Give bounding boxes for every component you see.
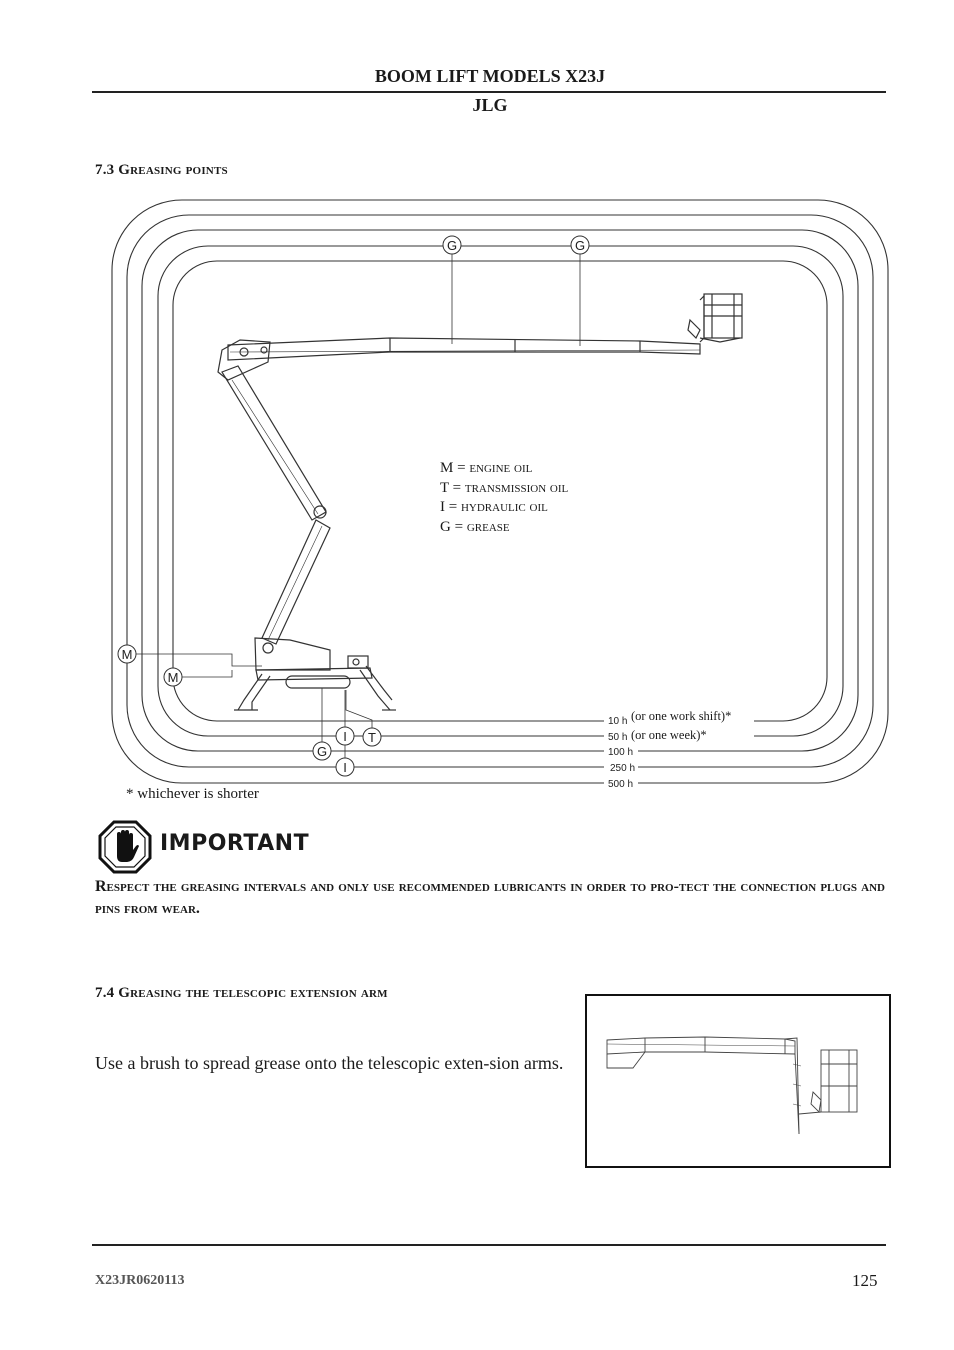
- header-title: BOOM LIFT MODELS X23J: [374, 66, 606, 86]
- interval-note-10h: (or one work shift)*: [631, 709, 732, 723]
- boom-lift-drawing: [217, 293, 743, 711]
- interval-track-10h: [172, 260, 828, 722]
- callout-g-top-right: G: [570, 235, 590, 255]
- interval-label-10h: 10 h: [608, 716, 627, 727]
- callout-g-top-left: G: [442, 235, 462, 255]
- interval-note-50h: (or one week)*: [631, 728, 707, 742]
- interval-label-50h: 50 h: [608, 732, 627, 743]
- callout-g-bottom: G: [312, 741, 332, 761]
- callout-i-lower: I: [335, 757, 355, 777]
- svg-text:M: M: [168, 670, 179, 685]
- svg-text:T: T: [368, 730, 376, 745]
- legend-item-g: G = grease: [440, 518, 510, 535]
- section-title-greasing-points: 7.3 Greasing points: [95, 162, 228, 178]
- section-title-telescopic-arm: 7.4 Greasing the telescopic extension ar…: [95, 985, 388, 1001]
- callout-m-outer: M: [117, 644, 137, 664]
- svg-text:I: I: [343, 760, 347, 775]
- important-text: Respect the greasing intervals and only …: [95, 878, 885, 917]
- svg-text:G: G: [317, 744, 327, 759]
- interval-label-250h: 250 h: [610, 763, 635, 774]
- interval-label-100h: 100 h: [608, 747, 633, 758]
- svg-text:G: G: [575, 238, 585, 253]
- legend: M = engine oil T = transmission oil I = …: [440, 459, 568, 537]
- greasing-points-diagram: G G M M I T G I 10 h: [111, 199, 889, 790]
- interval-label-500h: 500 h: [608, 779, 633, 790]
- legend-item-m: M = engine oil: [440, 460, 533, 476]
- telescopic-arm-instructions: Use a brush to spread grease onto the te…: [95, 1053, 564, 1073]
- header-subtitle: JLG: [472, 95, 508, 115]
- svg-text:G: G: [447, 238, 457, 253]
- document-code: X23JR0620113: [95, 1273, 185, 1288]
- callout-t: T: [362, 727, 382, 747]
- stop-hand-icon: [98, 820, 152, 874]
- callout-i-upper: I: [335, 726, 355, 746]
- legend-item-t: T = transmission oil: [440, 479, 569, 496]
- svg-text:I: I: [343, 729, 347, 744]
- diagram-footnote: * whichever is shorter: [126, 786, 259, 802]
- important-label: IMPORTANT: [160, 831, 310, 856]
- page-number: 125: [852, 1271, 878, 1290]
- header-rule: [92, 91, 886, 93]
- interval-track-100h: [141, 229, 859, 752]
- telescopic-arm-illustration: [585, 994, 891, 1168]
- legend-item-i: I = hydraulic oil: [440, 499, 548, 515]
- interval-track-50h: [157, 245, 844, 737]
- svg-text:M: M: [122, 647, 133, 662]
- callout-m-inner: M: [163, 667, 183, 687]
- interval-track-500h: [111, 199, 889, 784]
- footer-rule: [92, 1244, 886, 1246]
- interval-track-250h: [126, 214, 874, 768]
